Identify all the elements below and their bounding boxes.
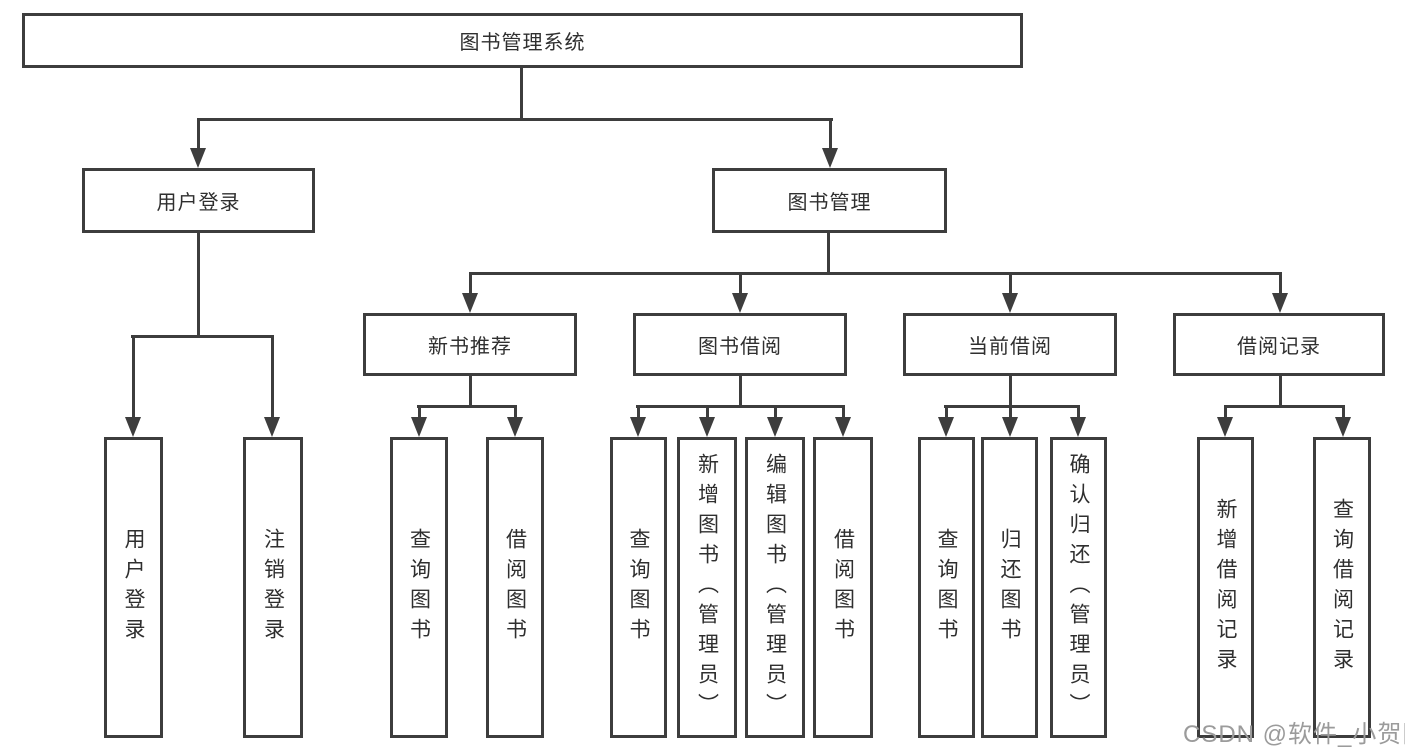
node-label: 当前借阅 (968, 336, 1052, 358)
leaf-label: 借阅图书 (831, 527, 855, 648)
node-label: 图书管理 (787, 192, 872, 214)
connector-line (520, 68, 523, 119)
arrow-down-icon (835, 417, 851, 437)
connector-line (774, 405, 777, 421)
connector-line (514, 405, 517, 421)
connector-line (1224, 405, 1227, 421)
connector-line (1342, 405, 1345, 421)
connector-line (1009, 272, 1012, 297)
arrow-down-icon (630, 417, 646, 437)
arrow-down-icon (1217, 417, 1233, 437)
connector-line (1077, 405, 1080, 421)
arrow-down-icon (462, 293, 478, 313)
connector-line (271, 335, 274, 419)
connector-line (739, 376, 742, 408)
node-current-borrowing: 当前借阅 (903, 313, 1117, 376)
connector-line (1224, 405, 1345, 408)
connector-line (417, 405, 517, 408)
connector-line (1009, 405, 1012, 421)
node-label: 用户登录 (156, 192, 241, 214)
arrow-down-icon (767, 417, 783, 437)
leaf-label: 新增借阅记录 (1214, 497, 1237, 678)
leaf-label: 借阅图书 (503, 527, 527, 648)
connector-line (739, 272, 742, 297)
csdn-watermark: CSDN @软件_小贺同学 (1183, 721, 1405, 747)
leaf-return-books: 归还图书 (981, 437, 1038, 738)
leaf-label: 归还图书 (998, 527, 1021, 648)
leaf-logout: 注销登录 (243, 437, 303, 738)
arrow-down-icon (822, 148, 838, 168)
leaf-label: 查询图书 (407, 527, 431, 648)
node-book-borrowing: 图书借阅 (633, 313, 847, 376)
leaf-label: 查询借阅记录 (1330, 497, 1354, 678)
arrow-down-icon (1335, 417, 1351, 437)
leaf-label: 编辑图书（管理员） (763, 452, 787, 723)
leaf-query-books-recommend: 查询图书 (390, 437, 448, 738)
node-user-login: 用户登录 (82, 168, 315, 233)
connector-line (469, 376, 472, 408)
leaf-query-borrow-record: 查询借阅记录 (1313, 437, 1371, 738)
leaf-add-books-admin: 新增图书（管理员） (677, 437, 737, 738)
leaf-add-borrow-record: 新增借阅记录 (1197, 437, 1254, 738)
leaf-borrow-books-recommend: 借阅图书 (486, 437, 544, 738)
leaf-edit-books-admin: 编辑图书（管理员） (745, 437, 805, 738)
arrow-down-icon (1272, 293, 1288, 313)
leaf-query-books-current: 查询图书 (918, 437, 975, 738)
node-new-book-recommendation: 新书推荐 (363, 313, 577, 376)
arrow-down-icon (732, 293, 748, 313)
connector-line (1009, 376, 1012, 408)
connector-line (637, 405, 640, 421)
arrow-down-icon (1002, 293, 1018, 313)
connector-line (706, 405, 709, 421)
leaf-label: 查询图书 (935, 527, 958, 648)
node-label: 图书管理系统 (459, 32, 586, 54)
arrow-down-icon (190, 148, 206, 168)
node-borrowing-records: 借阅记录 (1173, 313, 1385, 376)
connector-line (944, 405, 1080, 408)
arrow-down-icon (1070, 417, 1086, 437)
connector-line (1279, 272, 1282, 297)
connector-line (945, 405, 948, 421)
node-label: 借阅记录 (1237, 336, 1321, 358)
arrow-down-icon (125, 417, 141, 437)
connector-line (829, 118, 832, 152)
connector-line (469, 272, 1282, 275)
leaf-query-books-borrowing: 查询图书 (610, 437, 667, 738)
leaf-confirm-return-admin: 确认归还（管理员） (1050, 437, 1107, 738)
node-book-management-system: 图书管理系统 (22, 13, 1023, 68)
leaf-label: 新增图书（管理员） (695, 452, 719, 723)
leaf-label: 确认归还（管理员） (1067, 452, 1090, 723)
connector-line (842, 405, 845, 421)
connector-line (469, 272, 472, 297)
connector-line (197, 233, 200, 338)
connector-line (132, 335, 135, 419)
leaf-label: 查询图书 (627, 527, 650, 648)
connector-line (827, 233, 830, 275)
connector-line (131, 335, 274, 338)
arrow-down-icon (699, 417, 715, 437)
node-label: 新书推荐 (428, 336, 512, 358)
leaf-label: 注销登录 (261, 527, 285, 648)
connector-line (197, 118, 200, 152)
node-label: 图书借阅 (698, 336, 782, 358)
arrow-down-icon (1002, 417, 1018, 437)
arrow-down-icon (507, 417, 523, 437)
arrow-down-icon (938, 417, 954, 437)
leaf-user-login: 用户登录 (104, 437, 163, 738)
arrow-down-icon (411, 417, 427, 437)
connector-line (1279, 376, 1282, 408)
leaf-borrow-books: 借阅图书 (813, 437, 873, 738)
connector-line (418, 405, 421, 421)
connector-line (636, 405, 845, 408)
node-book-management: 图书管理 (712, 168, 947, 233)
arrow-down-icon (264, 417, 280, 437)
connector-line (197, 118, 833, 121)
leaf-label: 用户登录 (122, 527, 145, 648)
